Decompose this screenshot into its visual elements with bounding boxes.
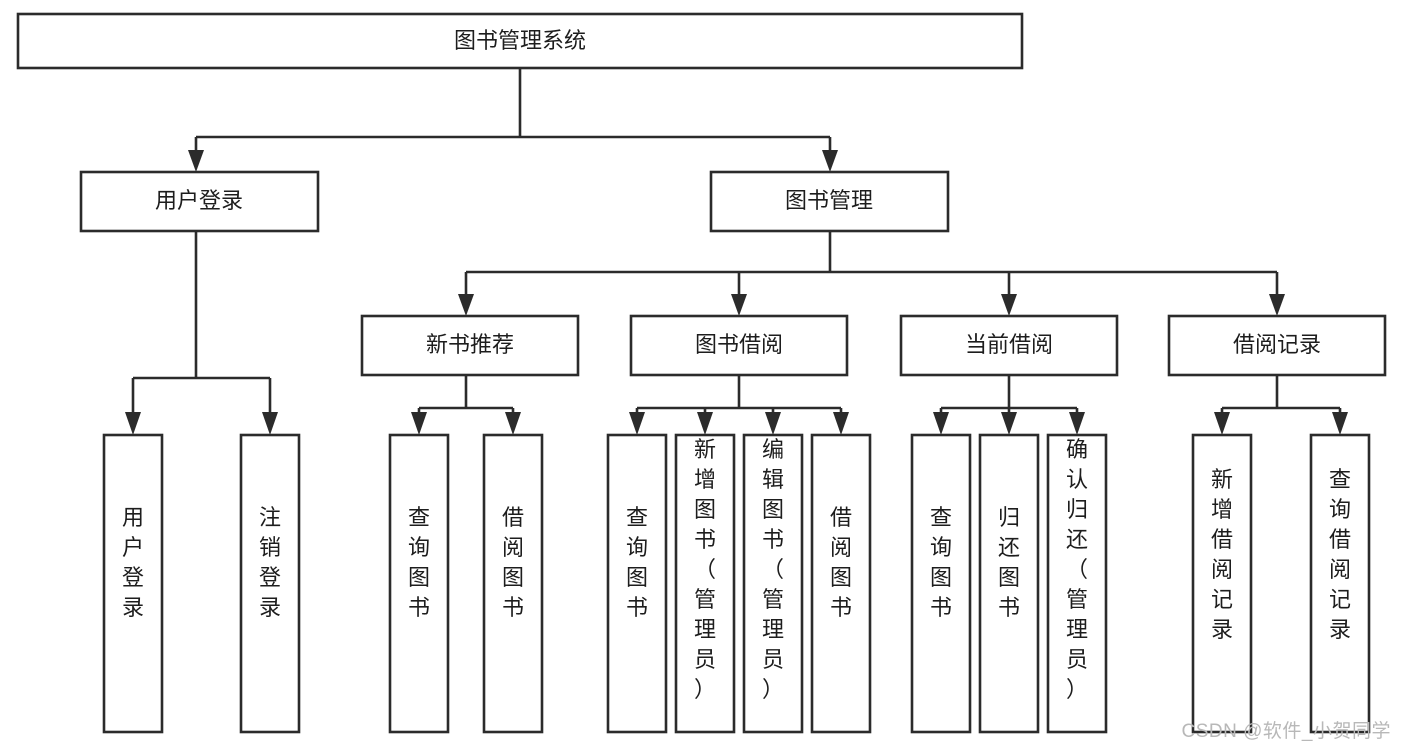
connector-group-new-book-rec-to-leaves [411,375,521,435]
arrowhead-leaf-12 [1214,412,1230,435]
node-current-borrow[interactable]: 当前借阅 [899,314,1119,377]
node-borrow-record[interactable]: 借阅记录 [1167,314,1387,377]
node-leaf-2[interactable]: 注销登录 [239,433,301,734]
node-leaf-7[interactable]: 编辑图书（管理员） [742,433,804,734]
node-root-label: 图书管理系统 [454,28,586,53]
connector-group-root-to-level2 [188,68,838,172]
node-leaf-13-label: 查询借阅记录 [1329,467,1351,642]
node-leaf-11[interactable]: 确认归还（管理员） [1046,433,1108,734]
node-book-manage[interactable]: 图书管理 [709,170,950,233]
node-leaf-8[interactable]: 借阅图书 [810,433,872,734]
node-book-borrow[interactable]: 图书借阅 [629,314,849,377]
node-book-borrow-box[interactable] [629,314,849,377]
connector-group-book-borrow-to-leaves [629,375,849,435]
node-new-book-rec[interactable]: 新书推荐 [360,314,580,377]
arrowhead-current-borrow [1001,294,1017,316]
node-leaf-10-box[interactable] [978,433,1040,734]
node-leaf-1-label: 用户登录 [122,505,144,620]
node-leaf-4-box[interactable] [482,433,544,734]
arrowhead-leaf-2 [262,412,278,435]
node-user-login[interactable]: 用户登录 [79,170,320,233]
arrowhead-book-borrow [731,294,747,316]
node-leaf-12[interactable]: 新增借阅记录 [1191,433,1253,734]
node-leaf-9-label: 查询图书 [930,505,952,620]
arrowhead-leaf-8 [833,412,849,435]
node-leaf-12-box[interactable] [1191,433,1253,734]
node-leaf-6-box[interactable] [674,433,736,734]
node-leaf-4-label: 借阅图书 [502,505,524,620]
node-book-manage-label: 图书管理 [785,188,873,213]
arrowhead-borrow-record [1269,294,1285,316]
node-leaf-11-label: 确认归还（管理员） [1066,437,1088,702]
arrowhead-leaf-7 [765,412,781,435]
node-leaf-10-label: 归还图书 [998,505,1020,620]
node-book-borrow-label: 图书借阅 [695,332,783,357]
node-leaf-5-label: 查询图书 [626,505,648,620]
node-new-book-rec-label: 新书推荐 [426,332,514,357]
node-leaf-13[interactable]: 查询借阅记录 [1309,433,1371,734]
node-leaf-13-box[interactable] [1309,433,1371,734]
connector-group-book-manage-to-level3 [458,231,1285,316]
node-borrow-record-box[interactable] [1167,314,1387,377]
node-leaf-7-box[interactable] [742,433,804,734]
node-leaf-3[interactable]: 查询图书 [388,433,450,734]
arrowhead-leaf-3 [411,412,427,435]
node-current-borrow-label: 当前借阅 [965,332,1053,357]
node-leaf-3-label: 查询图书 [408,505,430,620]
node-new-book-rec-box[interactable] [360,314,580,377]
arrowhead-leaf-4 [505,412,521,435]
node-root-box[interactable] [16,12,1024,70]
arrowhead-user-login [188,150,204,172]
node-leaf-7-label: 编辑图书（管理员） [762,437,784,702]
arrowhead-leaf-1 [125,412,141,435]
node-leaf-1-box[interactable] [102,433,164,734]
node-user-login-label: 用户登录 [155,188,243,213]
node-leaf-5[interactable]: 查询图书 [606,433,668,734]
node-leaf-12-label: 新增借阅记录 [1211,467,1233,642]
arrowhead-leaf-5 [629,412,645,435]
csdn-watermark: CSDN @软件_小贺同学 [1181,721,1391,742]
arrowhead-leaf-6 [697,412,713,435]
arrowhead-leaf-10 [1001,412,1017,435]
node-leaf-2-label: 注销登录 [259,505,281,620]
arrowhead-leaf-11 [1069,412,1085,435]
node-leaf-11-box[interactable] [1046,433,1108,734]
connector-group-user-login-to-leaves [125,231,278,435]
node-borrow-record-label: 借阅记录 [1233,332,1321,357]
node-leaf-8-label: 借阅图书 [830,505,852,620]
connector-group-borrow-record-to-leaves [1214,375,1348,435]
node-leaf-2-box[interactable] [239,433,301,734]
node-leaf-3-box[interactable] [388,433,450,734]
node-book-manage-box[interactable] [709,170,950,233]
node-user-login-box[interactable] [79,170,320,233]
node-leaf-6[interactable]: 新增图书（管理员） [674,433,736,734]
node-leaf-6-label: 新增图书（管理员） [694,437,716,702]
node-leaf-5-box[interactable] [606,433,668,734]
arrowhead-new-book-rec [458,294,474,316]
arrowhead-leaf-13 [1332,412,1348,435]
connector-group-current-borrow-to-leaves [933,375,1085,435]
node-root[interactable]: 图书管理系统 [16,12,1024,70]
arrowhead-leaf-9 [933,412,949,435]
node-leaf-8-box[interactable] [810,433,872,734]
node-leaf-10[interactable]: 归还图书 [978,433,1040,734]
node-leaf-9[interactable]: 查询图书 [910,433,972,734]
node-current-borrow-box[interactable] [899,314,1119,377]
node-leaf-1[interactable]: 用户登录 [102,433,164,734]
node-leaf-9-box[interactable] [910,433,972,734]
arrowhead-book-manage [822,150,838,172]
node-leaf-4[interactable]: 借阅图书 [482,433,544,734]
